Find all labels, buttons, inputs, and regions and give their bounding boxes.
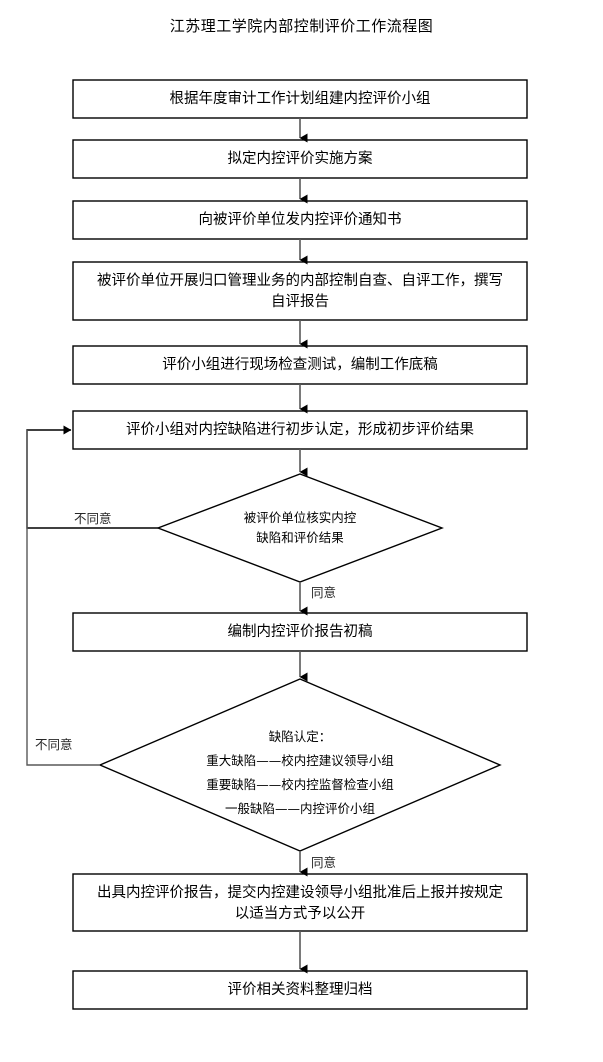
edge-label-decision2-no: 不同意 <box>35 737 73 752</box>
node-step7[interactable] <box>73 613 527 651</box>
node-step3[interactable] <box>73 201 527 239</box>
node-step2[interactable] <box>73 140 527 178</box>
node-box-step6[interactable] <box>72 410 528 450</box>
page-title: 江苏理工学院内部控制评价工作流程图 <box>169 17 434 35</box>
node-decision1[interactable] <box>158 474 442 582</box>
node-box-step9[interactable] <box>72 970 528 1010</box>
connector-decision2-feedback <box>26 430 100 766</box>
node-box-step8[interactable] <box>72 873 528 932</box>
node-box-step3[interactable] <box>72 200 528 240</box>
node-step8[interactable] <box>73 874 527 931</box>
node-box-step7[interactable] <box>72 612 528 652</box>
node-step5[interactable] <box>73 346 527 384</box>
node-decision2[interactable] <box>100 679 500 851</box>
node-step6[interactable] <box>73 411 527 449</box>
node-box-step1[interactable] <box>72 79 528 119</box>
edge-label-decision1-yes: 同意 <box>311 585 337 600</box>
node-step9[interactable] <box>73 971 527 1009</box>
node-step1[interactable] <box>73 80 527 118</box>
edge-label-decision1-no: 不同意 <box>74 511 112 526</box>
node-step4[interactable] <box>73 262 527 320</box>
node-box-step4[interactable] <box>72 261 528 321</box>
edge-label-decision2-yes: 同意 <box>311 855 337 870</box>
